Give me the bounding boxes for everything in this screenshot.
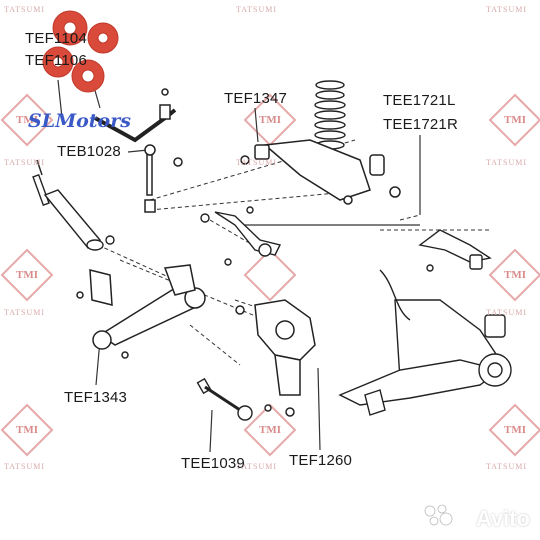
part-label-tef1104: TEF1104	[25, 30, 87, 47]
tmi-diamond-watermark	[488, 248, 540, 302]
tmi-watermark: TMI	[16, 424, 38, 436]
part-label-tee1721r: TEE1721R	[383, 116, 458, 133]
tmi-watermark: TMI	[504, 269, 526, 281]
tmi-diamond-watermark	[0, 403, 54, 457]
tatsumi-watermark: TATSUMI	[486, 5, 528, 14]
shock-rod	[32, 173, 50, 207]
leader-line	[57, 79, 63, 119]
part-label-tef1347: TEF1347	[224, 90, 288, 107]
leader-line	[254, 107, 259, 143]
tmi-diamond-watermark	[243, 248, 297, 302]
tmi-watermark: TMI	[504, 424, 526, 436]
part-label-tef1343: TEF1343	[64, 389, 128, 406]
tatsumi-watermark: TATSUMI	[4, 462, 46, 471]
avito-logo-icon	[424, 504, 453, 526]
link-rod	[146, 149, 153, 196]
avito-watermark: Avito	[475, 506, 530, 531]
tmi-watermark: TMI	[259, 424, 281, 436]
shock-absorber	[43, 189, 102, 249]
part-label-teb1028: TEB1028	[57, 143, 121, 160]
tmi-watermark: TMI	[504, 114, 526, 126]
leader-line	[209, 409, 213, 453]
tmi-watermark: TMI	[16, 269, 38, 281]
tmi-diamond-watermark	[488, 403, 540, 457]
part-label-tee1039: TEE1039	[181, 455, 245, 472]
tmi-watermark: TMI	[16, 114, 38, 126]
tatsumi-watermark: TATSUMI	[486, 158, 528, 167]
tatsumi-watermark: TATSUMI	[4, 158, 46, 167]
tmi-diamond-watermark	[0, 93, 54, 147]
tmi-watermark: TMI	[259, 114, 281, 126]
tatsumi-watermark: TATSUMI	[236, 462, 278, 471]
tatsumi-watermark: TATSUMI	[486, 308, 528, 317]
tatsumi-watermark: TATSUMI	[486, 462, 528, 471]
tatsumi-watermark: TATSUMI	[236, 5, 278, 14]
tmi-diamond-watermark	[243, 403, 297, 457]
part-label-tef1106: TEF1106	[25, 52, 87, 69]
control-arm	[263, 139, 371, 201]
seller-logo: SLMotors	[28, 110, 131, 132]
tmi-diamond-watermark	[0, 248, 54, 302]
lower-arm	[98, 284, 201, 346]
part-label-tef1260: TEF1260	[289, 452, 353, 469]
tatsumi-watermark: TATSUMI	[236, 158, 278, 167]
leader-line	[317, 367, 321, 451]
tmi-diamond-watermark	[488, 93, 540, 147]
tatsumi-watermark: TATSUMI	[4, 308, 46, 317]
tatsumi-watermark: TATSUMI	[4, 5, 46, 14]
part-label-tee1721l: TEE1721L	[383, 92, 456, 109]
